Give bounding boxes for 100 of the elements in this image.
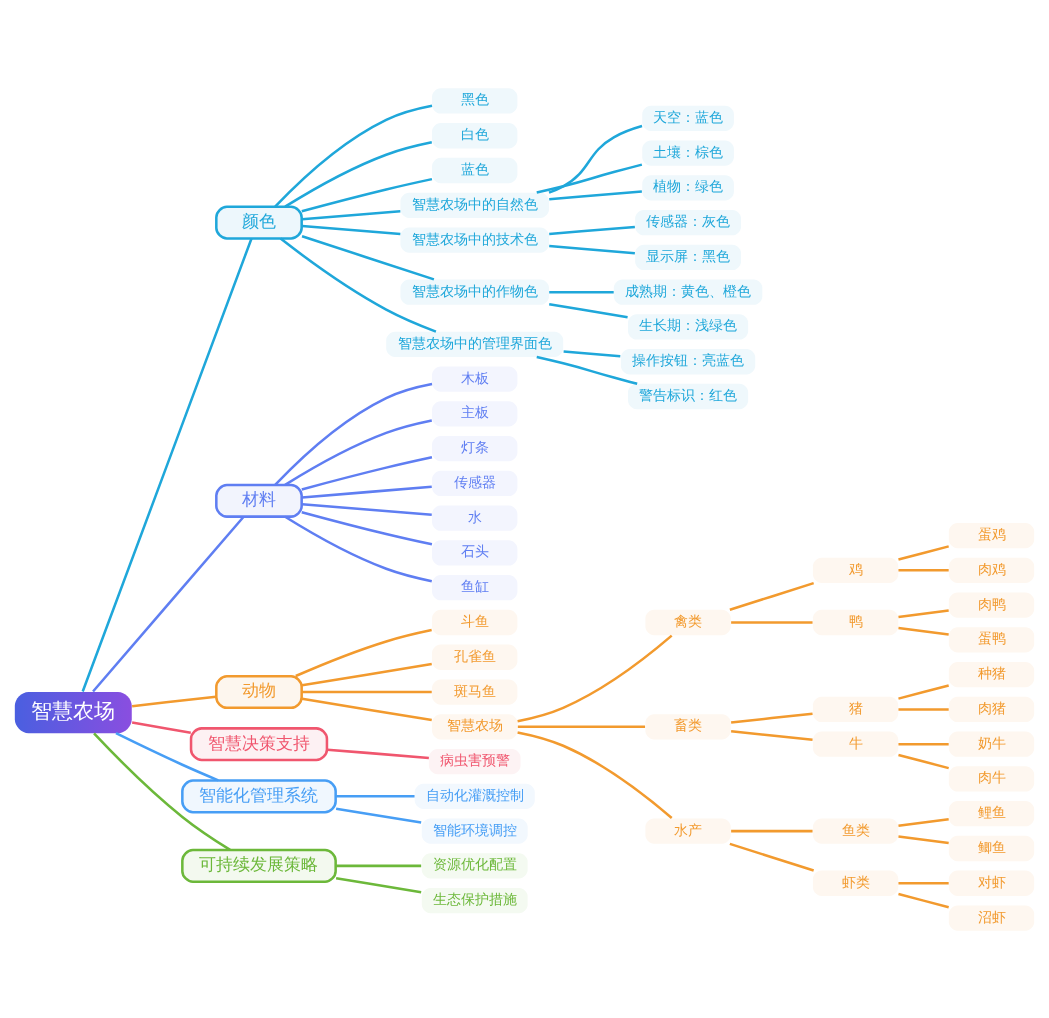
- node-box: 虾类: [812, 870, 899, 896]
- connector: [549, 225, 635, 235]
- connector: [284, 515, 433, 582]
- node-box: 奶牛: [948, 731, 1035, 757]
- node-box: 鱼缸: [432, 574, 518, 600]
- node-box: 蛋鸡: [948, 522, 1035, 548]
- connector: [549, 290, 614, 293]
- node-box: 水: [432, 505, 518, 531]
- connector: [898, 608, 949, 618]
- node-box: 斗鱼: [432, 609, 518, 635]
- connector: [131, 720, 191, 734]
- node-box: 显示屏：黑色: [635, 244, 741, 270]
- connector: [731, 829, 813, 832]
- connector: [284, 140, 433, 208]
- connector: [517, 725, 646, 728]
- connector: [536, 162, 643, 194]
- node-box: 水产: [645, 817, 731, 844]
- node-box: 主板: [432, 400, 518, 427]
- connector: [517, 634, 673, 722]
- connector: [279, 237, 437, 333]
- connector: [549, 244, 635, 254]
- node-box: 传感器：灰色: [635, 209, 741, 235]
- connector: [336, 864, 422, 867]
- node-box: 猪: [812, 696, 899, 722]
- node-box: 自动化灌溉控制: [414, 783, 535, 809]
- connector: [81, 237, 253, 692]
- node-box: 土壤：棕色: [642, 140, 734, 166]
- connector: [92, 515, 245, 692]
- node-box: 蓝色: [432, 157, 518, 183]
- node-box: 病虫害预警: [428, 748, 521, 774]
- node-box: 蛋鸭: [948, 626, 1035, 653]
- node-box: 智慧农场中的技术色: [400, 226, 549, 253]
- connector: [301, 662, 432, 686]
- node-box: 智慧农场: [14, 691, 132, 733]
- connector: [301, 485, 432, 499]
- connector: [898, 834, 949, 844]
- connector: [301, 697, 432, 721]
- node-box: 智慧农场中的管理界面色: [386, 331, 564, 357]
- connector: [335, 806, 422, 824]
- node-box: 鲤鱼: [948, 800, 1035, 826]
- node-box: 智慧农场中的自然色: [400, 192, 549, 218]
- node-box: 颜色: [215, 205, 303, 240]
- node-box: 生态保护措施: [421, 887, 528, 913]
- connector: [898, 753, 949, 769]
- node-box: 鲫鱼: [948, 835, 1035, 861]
- connector: [731, 729, 813, 741]
- connector: [274, 382, 433, 486]
- connector: [327, 747, 429, 759]
- node-box: 天空：蓝色: [642, 105, 734, 131]
- node-box: 石头: [432, 539, 518, 566]
- connector: [898, 568, 949, 572]
- node-box: 白色: [432, 122, 518, 148]
- node-box: 成熟期：黄色、橙色: [613, 279, 763, 305]
- node-box: 黑色: [432, 87, 518, 114]
- node-box: 种猪: [948, 661, 1035, 687]
- connector: [898, 817, 949, 827]
- connector: [898, 707, 949, 711]
- connector: [563, 349, 621, 358]
- connector: [898, 626, 949, 636]
- node-box: 动物: [215, 674, 303, 709]
- connector: [898, 892, 949, 908]
- connector: [548, 124, 643, 194]
- connector: [731, 712, 813, 724]
- node-box: 警告标识：红色: [628, 383, 749, 409]
- connector: [132, 694, 217, 707]
- node-box: 智慧农场中的作物色: [400, 279, 549, 305]
- connector: [301, 510, 433, 546]
- node-box: 植物：绿色: [642, 174, 734, 201]
- node-box: 可持续发展策略: [181, 848, 337, 883]
- connector: [93, 732, 231, 851]
- connector: [335, 876, 422, 893]
- connector: [301, 455, 433, 491]
- connector: [536, 355, 638, 385]
- node-box: 孔雀鱼: [432, 644, 518, 670]
- node-box: 传感器: [432, 470, 518, 496]
- node-box: 操作按钮：亮蓝色: [620, 348, 756, 374]
- node-box: 鸡: [812, 557, 899, 583]
- node-box: 斑马鱼: [432, 678, 518, 705]
- connector: [301, 209, 401, 221]
- connector: [731, 620, 813, 624]
- connector: [302, 690, 432, 693]
- connector: [729, 581, 815, 611]
- connector: [898, 544, 949, 561]
- node-box: 鱼类: [812, 817, 899, 844]
- connector: [549, 302, 628, 318]
- connector: [274, 104, 433, 208]
- node-box: 智慧农场: [432, 713, 518, 739]
- connector: [301, 224, 401, 235]
- node-box: 肉猪: [948, 696, 1035, 722]
- connector: [729, 842, 815, 872]
- node-box: 智能化管理系统: [181, 778, 337, 813]
- node-box: 木板: [432, 365, 518, 392]
- node-box: 肉鸡: [948, 557, 1035, 583]
- node-box: 沼虾: [948, 904, 1035, 931]
- connector: [336, 794, 415, 798]
- node-box: 生长期：浅绿色: [628, 313, 749, 340]
- node-box: 禽类: [645, 609, 731, 635]
- connector: [898, 683, 949, 700]
- connector: [301, 177, 433, 212]
- node-box: 牛: [812, 731, 899, 757]
